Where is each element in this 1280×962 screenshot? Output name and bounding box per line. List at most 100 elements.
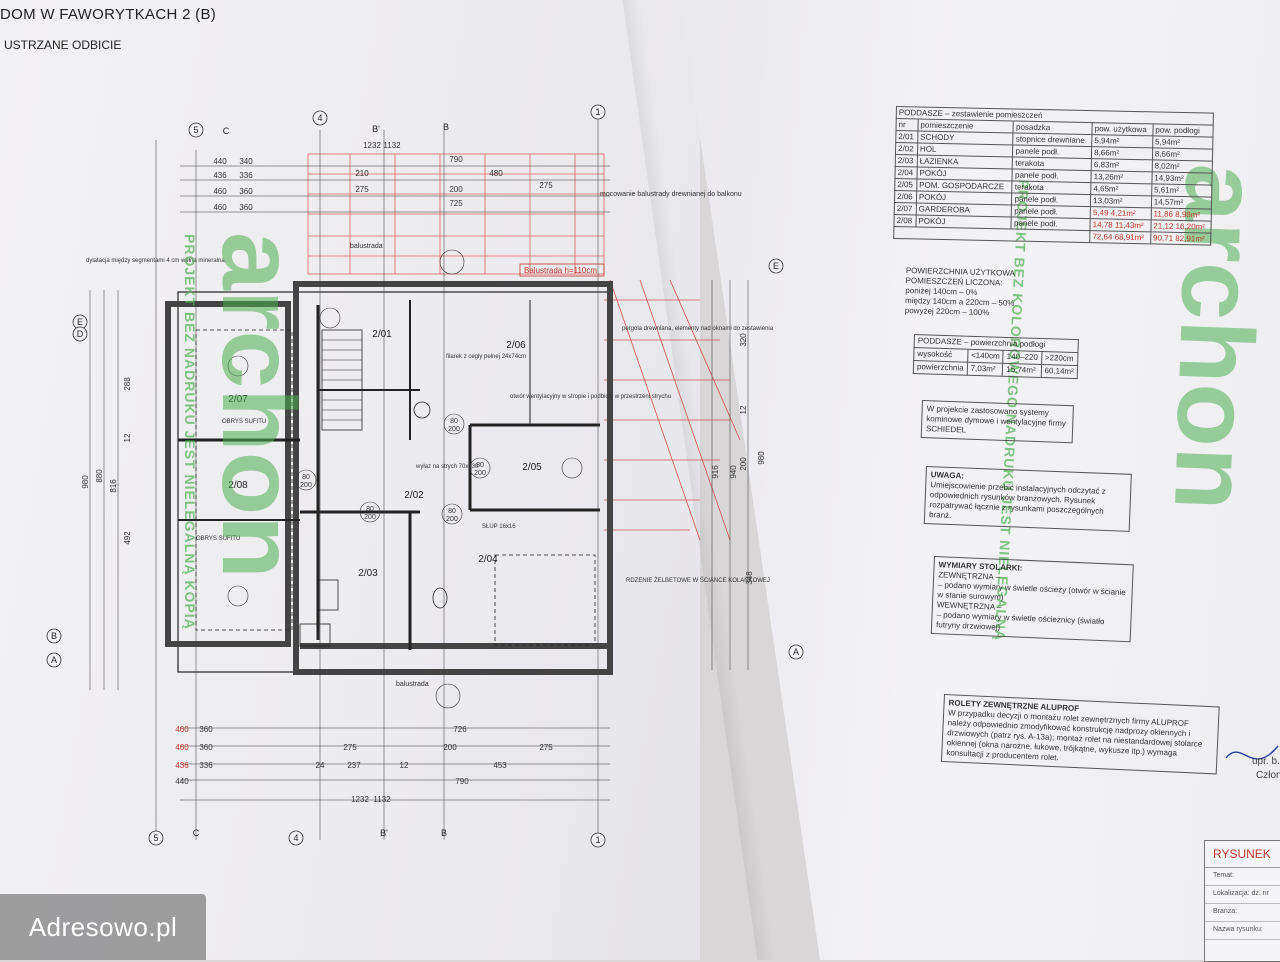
schedule-total: 90,71 82,91m² (1150, 231, 1211, 246)
axis-label: 5 (193, 125, 198, 135)
door-label: 200 (474, 470, 486, 477)
room-schedule-table: PODDASZE – zestawienie pomieszczeń nr po… (893, 106, 1214, 246)
door-label: 200 (446, 516, 458, 523)
room-labels: 2/01 2/02 2/03 2/04 2/05 2/06 2/07 2/08 (228, 329, 542, 579)
schedule-cell: 2/02 (895, 142, 918, 155)
dims-bottom: 460 360 460 360 436 336 440 726 275 200 … (175, 725, 553, 804)
obrys-note: OBRYS SUFITU (222, 419, 266, 425)
dim-label: 453 (493, 761, 507, 770)
axis-label: B (443, 122, 449, 132)
balustrada-bottom-note: balustrada (396, 681, 429, 688)
adresowo-badge-label: Adresowo.pl (28, 911, 178, 942)
title-block-head: RYSUNEK (1205, 841, 1280, 868)
pergola-note: pergola drewniana, elementy nad oknami d… (622, 326, 774, 332)
axis-label: B' (372, 124, 380, 134)
dim-label: 480 (489, 169, 503, 178)
room-label: 2/07 (228, 394, 248, 405)
dim-label: 880 (95, 469, 104, 483)
chimney-note-text: W projekcie zastosowano systemy kominowe… (925, 404, 1067, 435)
axis-label: A (793, 647, 799, 657)
axis-label: E (77, 317, 83, 327)
axis-label: 1 (595, 107, 600, 117)
door-label: 200 (448, 426, 460, 433)
door-label: 80 (450, 418, 458, 425)
floor-area-cell: <140cm (967, 349, 1004, 364)
axis-label: C (223, 126, 230, 136)
usable-area-note: POWIERZCHNIA UŻYTKOWA POMIESZCZEŃ LICZON… (905, 266, 1016, 319)
dim-label: 200 (443, 743, 457, 752)
uwaga-note: UWAGA: Umiejscowienie przebić instalacyj… (923, 466, 1132, 532)
dim-label: 360 (239, 203, 253, 212)
axis-label: 4 (317, 113, 322, 123)
dim-label: 460 (213, 203, 227, 212)
title-block: RYSUNEK Temat: Lokalizacja: dz. nr Branż… (1204, 840, 1280, 962)
dim-label: 275 (355, 185, 369, 194)
joinery-note: WYMIARY STOLARKI: ZEWNĘTRZNA – – podano … (930, 556, 1134, 643)
schedule-header: nr (895, 118, 919, 131)
room-label: 2/02 (404, 490, 424, 501)
dim-label: 460 (175, 725, 189, 734)
otwor-note: otwór wentylacyjny w stropie i podbiciu … (510, 394, 671, 400)
dim-label: 460 (213, 187, 227, 196)
dim-label: 790 (455, 777, 469, 786)
adresowo-badge[interactable]: Adresowo.pl (0, 894, 206, 960)
door-markers (227, 249, 583, 709)
schedule-cell: 2/03 (895, 154, 918, 167)
axis-label: 1 (595, 835, 600, 845)
schedule-cell: 2/06 (894, 190, 917, 203)
axis-label: A (51, 655, 57, 665)
room-label: 2/04 (478, 554, 498, 565)
dims-top: 440 340 436 336 460 360 460 360 1232 113… (213, 141, 553, 212)
schedule-total: 72,64 68,91m² (1089, 230, 1151, 244)
dim-label: 340 (239, 157, 253, 166)
uwaga-note-text: Umiejscowienie przebić instalacyjnych od… (928, 480, 1106, 521)
dim-label: 237 (347, 761, 361, 770)
door-label: 80 (366, 506, 374, 513)
dim-label: 210 (355, 169, 369, 178)
dim-label: 24 (316, 761, 325, 770)
watermark-vertical-text-left: PROJEKT BEZ NADRUKU JEST NIELEGALNĄ KOPI… (182, 234, 198, 630)
axis-label: E (773, 261, 779, 271)
dim-label: 12 (739, 405, 748, 414)
balustrada-top-note: balustrada (350, 243, 383, 250)
dim-label: 1132 (373, 795, 391, 804)
drawing-subtitle: USTRZANE ODBICIE (4, 38, 122, 52)
dim-label: 200 (739, 457, 748, 471)
signature-line-2: Człon (1256, 770, 1280, 781)
slup-note: SŁUP 16x16 (482, 524, 516, 530)
dim-label: 275 (539, 743, 553, 752)
dim-label: 275 (343, 743, 357, 752)
door-label: 80 (302, 474, 310, 481)
floor-area-note: PODDASZE – powierzchnia podłogi wysokość… (913, 334, 1079, 379)
dim-label: 1232 (363, 141, 381, 150)
dim-label: 12 (123, 433, 132, 442)
dimension-lines (89, 118, 749, 840)
axis-label: 4 (293, 833, 298, 843)
dim-label: 360 (199, 725, 213, 734)
axis-label: C (193, 828, 200, 838)
title-block-row: Nazwa rysunku: (1205, 922, 1280, 940)
dim-label: 1132 (383, 141, 401, 150)
schedule-cell: 2/04 (894, 166, 918, 179)
dim-label: 275 (539, 181, 553, 190)
room-label: 2/01 (372, 329, 392, 340)
shutters-note-text: W przypadku decyzji o montażu rolet zewn… (946, 708, 1203, 763)
rdzenie-note: RDZENIE ŻELBETOWE W ŚCIANCE KOLANKOWEJ (626, 576, 770, 584)
obrys-note: OBRYS SUFITU (196, 536, 240, 542)
schedule-cell: 2/01 (895, 130, 918, 143)
dim-label: 916 (711, 465, 720, 479)
axis-labels: 5 4 1 5 4 1 E D B A E A C B' B C B' B (51, 107, 799, 845)
wylaz-note: wyłaz na strych 70x130 (415, 464, 479, 470)
plan-annotations: balustrada balustrada mocowanie balustra… (86, 191, 774, 688)
signature-scribble (1225, 745, 1279, 760)
room-label: 2/03 (358, 568, 378, 579)
dim-label: 816 (109, 479, 118, 493)
axis-bubbles (46, 104, 804, 848)
door-labels: 80 200 80 200 80 200 80 200 80 200 (300, 418, 486, 523)
floor-area-cell: 60,14m² (1040, 364, 1078, 379)
drawing-title: DOM W FAWORYTKACH 2 (B) (0, 6, 217, 23)
door-label: 80 (448, 508, 456, 515)
title-block-row: Temat: (1205, 868, 1280, 886)
door-label: 200 (364, 514, 376, 521)
